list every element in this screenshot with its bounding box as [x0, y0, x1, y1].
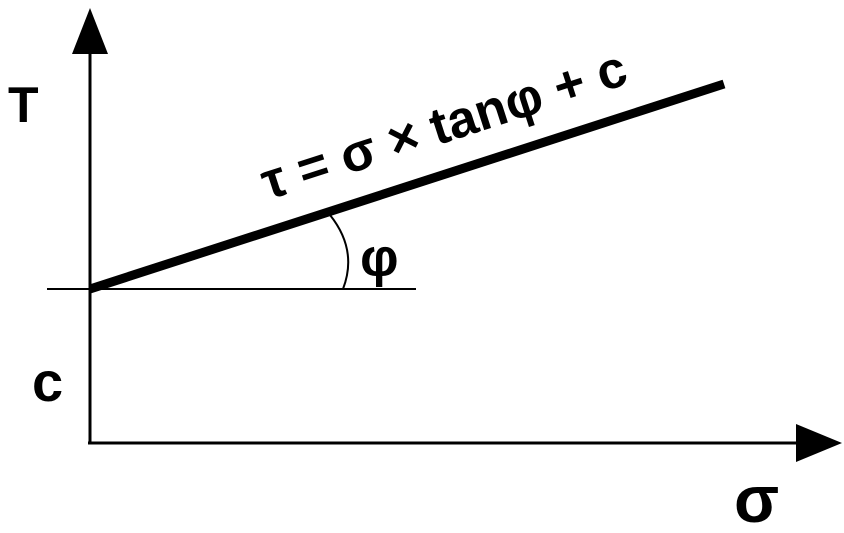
- y-axis-arrowhead: [72, 8, 108, 54]
- failure-envelope-line: [88, 79, 726, 294]
- angle-arc: [329, 214, 350, 290]
- envelope-equation: τ = σ × tanφ + c: [254, 39, 634, 211]
- intercept-label: c: [32, 350, 63, 413]
- x-axis-arrowhead: [796, 424, 842, 462]
- x-axis-label: σ: [734, 462, 779, 533]
- y-axis-label: T: [8, 77, 39, 133]
- angle-label: φ: [360, 228, 399, 288]
